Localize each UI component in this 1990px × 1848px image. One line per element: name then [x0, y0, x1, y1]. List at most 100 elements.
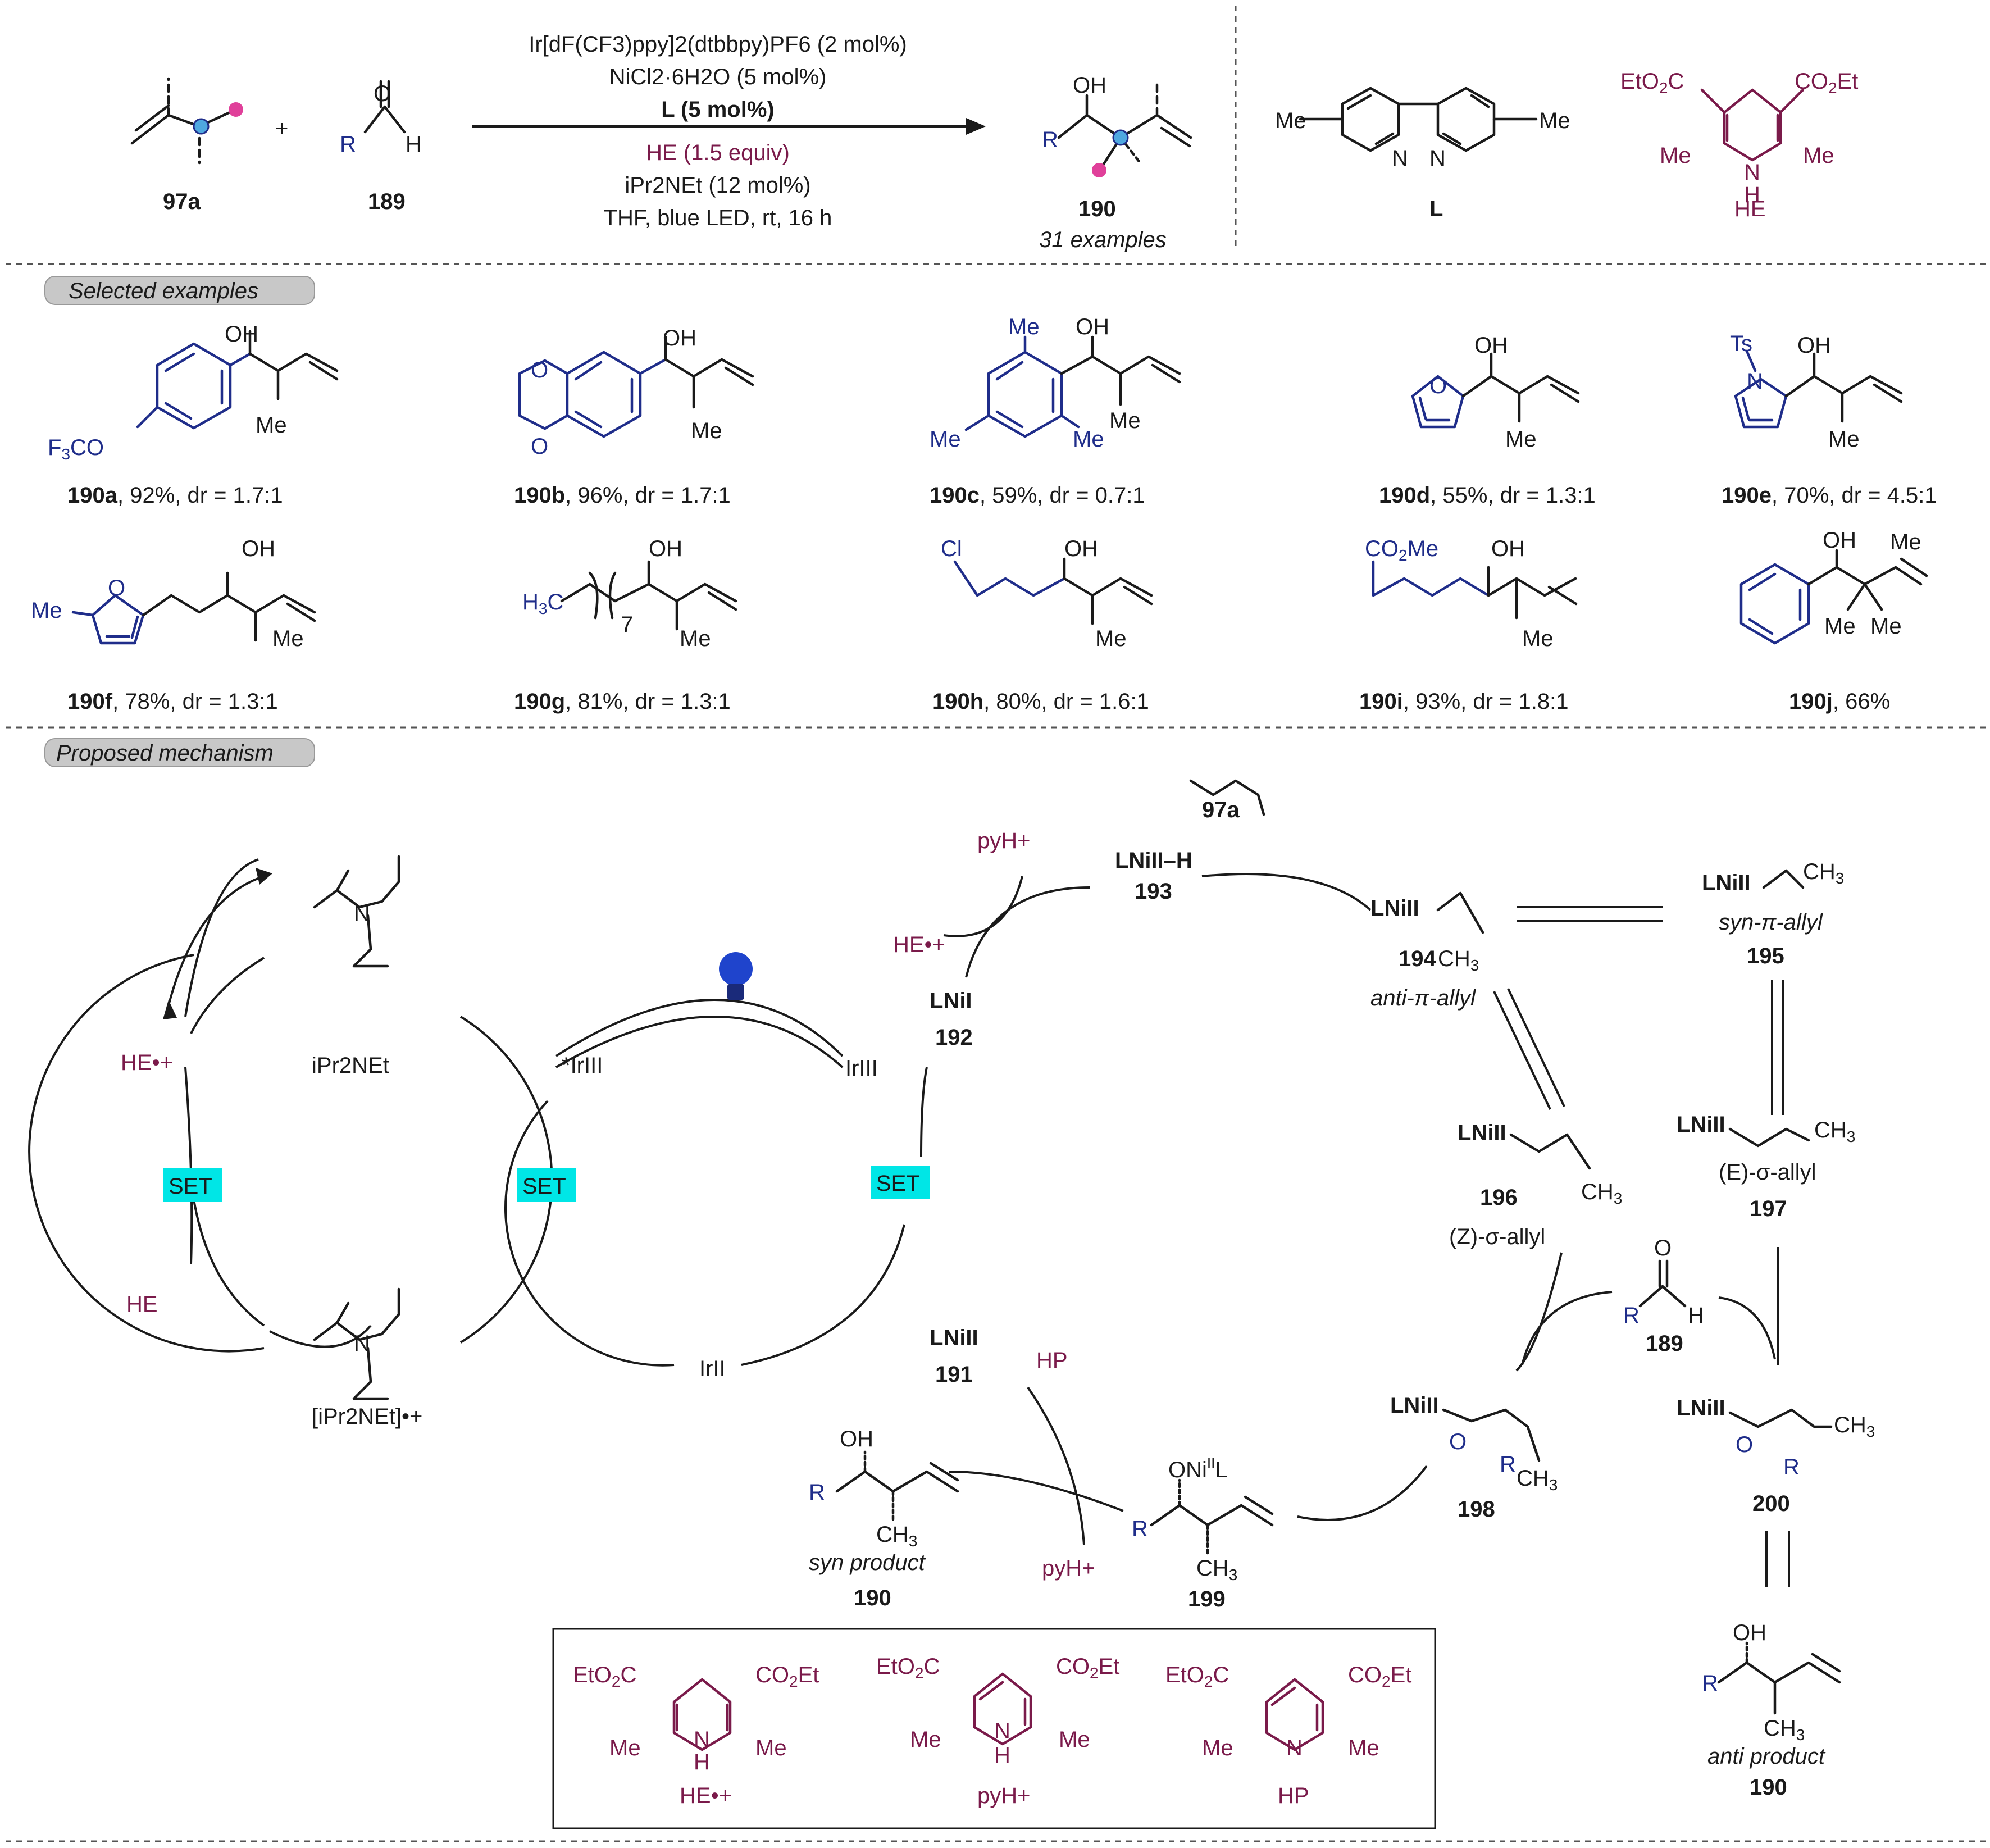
structure-ligand-L: [1299, 87, 1538, 152]
structure-190g: [560, 560, 737, 631]
aldehyde-O: O: [374, 81, 391, 106]
arrow-198-to-199: [1297, 1465, 1428, 1521]
eq-194-196-a: [1493, 991, 1551, 1110]
structure-190j: [1739, 549, 1928, 645]
cycle-amine: [28, 954, 265, 1353]
200-O: O: [1736, 1432, 1753, 1457]
label-ir3: IrIII: [845, 1056, 878, 1081]
190g-Me: Me: [680, 626, 711, 651]
190a-OH: OH: [225, 322, 258, 347]
anti-R: R: [1702, 1671, 1718, 1696]
190h-Me: Me: [1095, 626, 1127, 651]
box-he-me-r: Me: [755, 1736, 787, 1760]
190b-O2: O: [531, 434, 548, 459]
label-ir3-excited: *IrIII: [562, 1053, 603, 1078]
HE-CO2Et-left: EtO2C: [1620, 69, 1684, 97]
box-hp-structure: [1265, 1678, 1324, 1751]
structure-amine-radical: [313, 1287, 400, 1400]
condition-solvent: THF, blue LED, rt, 16 h: [604, 206, 832, 230]
190f-Me2: Me: [272, 626, 304, 651]
product-OH: OH: [1073, 73, 1106, 98]
structure-97a: [130, 77, 243, 165]
190c-Me3: Me: [1073, 427, 1104, 452]
ligand-Me-left: Me: [1275, 108, 1306, 133]
structure-190d: [1411, 352, 1580, 429]
box-he-me-l: Me: [609, 1736, 641, 1760]
reaction-arrowhead: [966, 118, 986, 135]
set-label-2: SET: [522, 1174, 566, 1199]
box-pyh-h: H: [994, 1743, 1010, 1768]
plus-sign: +: [275, 116, 288, 141]
arrow-ni1-to-nih: [965, 886, 1090, 978]
box-pyh-me-r: Me: [1059, 1727, 1090, 1752]
arrow-he-up: [184, 1067, 193, 1264]
label-iPr2NEt: iPr2NEt: [312, 1053, 389, 1078]
structure-diene-top: [1189, 779, 1265, 816]
190i-Me: Me: [1522, 626, 1554, 651]
light-bulb-icon: [719, 952, 753, 1000]
200-R: R: [1783, 1455, 1800, 1480]
box-pyh-me-l: Me: [910, 1727, 941, 1752]
label-198-ni: LNiII: [1390, 1393, 1439, 1418]
190e-Ts: Ts: [1730, 331, 1752, 356]
condition-base: iPr2NEt (12 mol%): [625, 173, 810, 198]
label-97a: 97a: [163, 189, 201, 214]
190j-Me1: Me: [1890, 530, 1921, 554]
product-R: R: [1042, 128, 1058, 152]
arrow-nih-to-194: [1201, 873, 1372, 911]
label-z-sigma: (Z)-σ-allyl: [1449, 1225, 1545, 1249]
label-200-ni: LNiII: [1677, 1396, 1725, 1421]
label-196-ni: LNiII: [1458, 1121, 1506, 1145]
arrow-196-to-198: [1515, 1252, 1563, 1372]
label-190: 190: [1078, 197, 1116, 221]
arc-ir-right: [920, 1067, 928, 1158]
condition-he: HE (1.5 equiv): [646, 140, 790, 165]
label-e-sigma: (E)-σ-allyl: [1719, 1160, 1816, 1185]
198-O: O: [1449, 1430, 1467, 1454]
arrow-199-to-product: [949, 1471, 1124, 1512]
190a-Me: Me: [256, 413, 287, 438]
allyl-196: [1509, 1133, 1591, 1170]
set-box-1: [163, 1168, 222, 1202]
label-syn-190: 190: [854, 1586, 891, 1610]
arrow-to-he-radical: [184, 858, 259, 1017]
example-190i: 190i, 93%, dr = 1.8:1: [1359, 689, 1569, 714]
ald-189-R: R: [1623, 1303, 1640, 1328]
ligand-N-right: N: [1429, 146, 1446, 171]
condition-ligand: L (5 mol%): [661, 97, 775, 122]
structure-syn-product: [835, 1450, 959, 1524]
set-box-2: [517, 1168, 576, 1202]
structure-199: [1150, 1478, 1274, 1558]
example-190b: 190b, 96%, dr = 1.7:1: [514, 483, 731, 508]
example-190d: 190d, 55%, dr = 1.3:1: [1379, 483, 1596, 508]
condition-catalyst: Ir[dF(CF3)ppy]2(dtbbpy)PF6 (2 mol%): [529, 32, 907, 57]
label-he-left: HE: [126, 1292, 158, 1317]
structure-iPr2NEt: [313, 855, 400, 968]
190i-OH: OH: [1491, 536, 1525, 561]
label-he-radical-mid: HE•+: [893, 932, 945, 957]
190g-H3C: H3C: [522, 590, 563, 617]
amine-N: N: [354, 902, 370, 926]
190g-OH: OH: [649, 536, 682, 561]
label-hp-mech: HP: [1036, 1348, 1068, 1373]
syn-OH: OH: [840, 1427, 873, 1451]
label-L: L: [1429, 197, 1443, 221]
example-190c: 190c, 59%, dr = 0.7:1: [930, 483, 1145, 508]
structure-190b: [518, 335, 754, 438]
label-HE: HE: [1734, 197, 1766, 221]
box-he-n: N: [694, 1727, 710, 1752]
box-he-h: H: [694, 1750, 710, 1774]
box-pyh-co2et-r: CO2Et: [1056, 1654, 1119, 1682]
structure-anti-product: [1717, 1641, 1841, 1715]
ald-189-O: O: [1654, 1236, 1672, 1260]
190h-OH: OH: [1064, 536, 1098, 561]
HE-Me-left: Me: [1660, 143, 1691, 168]
anti-OH: OH: [1733, 1621, 1766, 1645]
anti-CH3: CH3: [1764, 1716, 1805, 1744]
HE-H: H: [1744, 183, 1760, 207]
label-nih: LNiII–H: [1115, 848, 1192, 873]
196-CH3: CH3: [1581, 1180, 1622, 1207]
label-amine-radical: [iPr2NEt]•+: [312, 1404, 422, 1429]
label-anti-pi: anti-π-allyl: [1370, 986, 1476, 1011]
box-hp-n: N: [1286, 1736, 1303, 1760]
